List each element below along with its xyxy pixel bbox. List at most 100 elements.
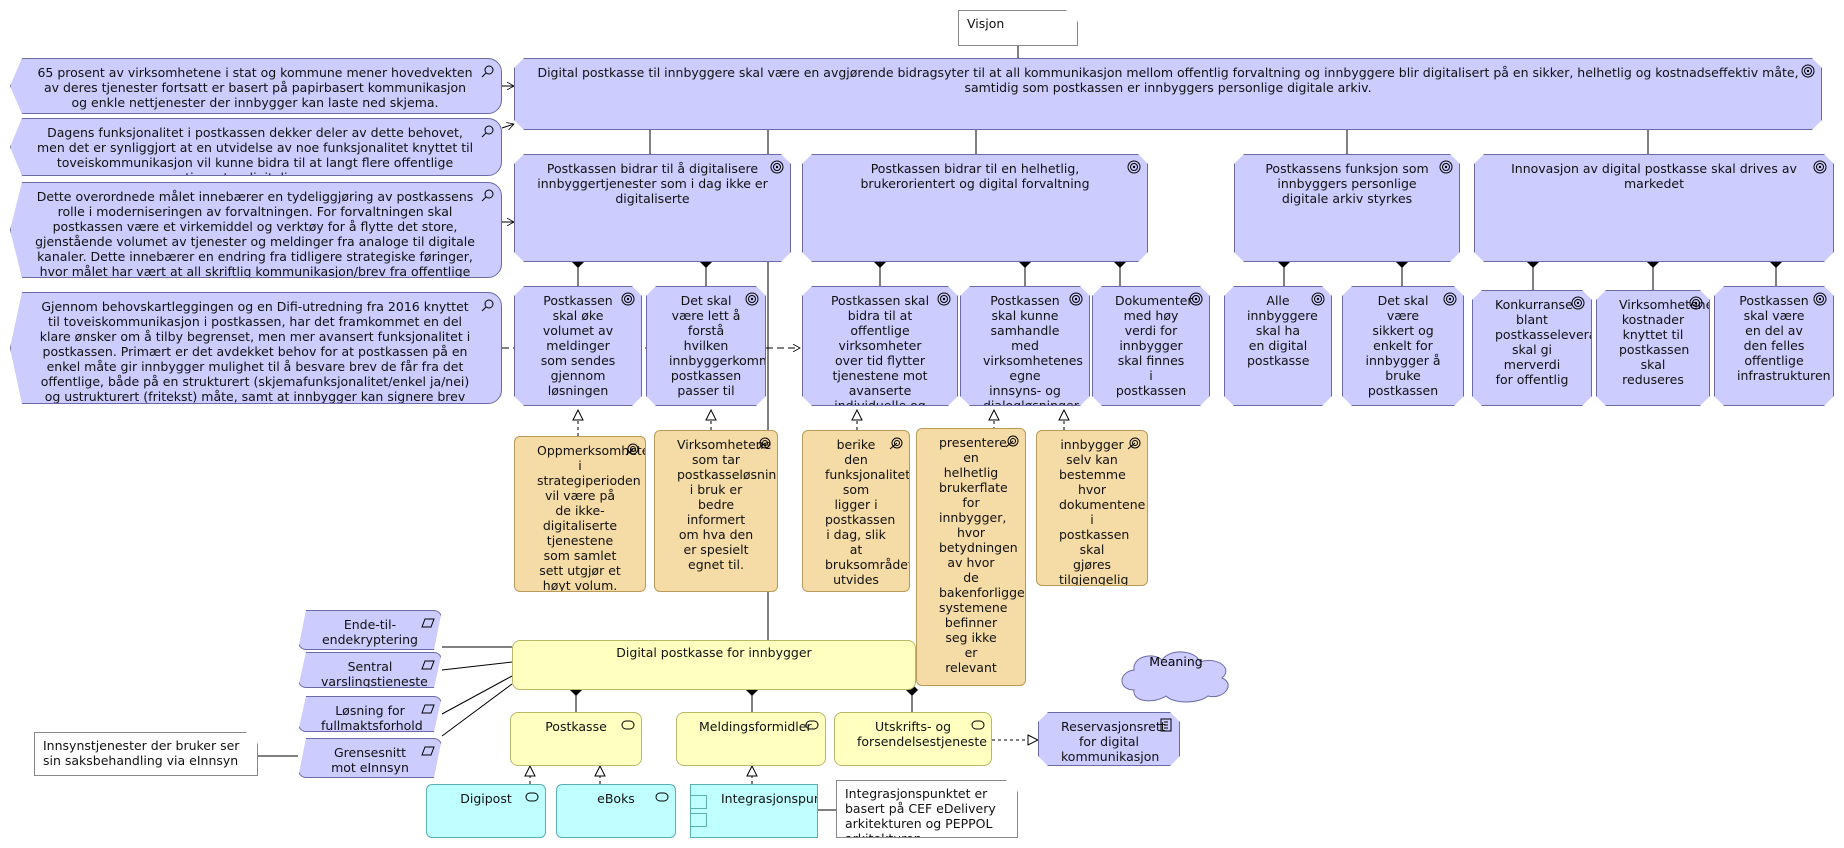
rounded-rect-icon [971,718,985,732]
goal-text: Postkassen skal øke volumet av meldinger… [540,293,616,398]
subgoal-text: Innovasjon av digital postkasse skal dri… [1511,161,1797,191]
goal-documents[interactable]: Dokumenter med høy verdi for innbygger s… [1092,286,1210,406]
outcome-user-control[interactable]: innbygger selv kan bestemme hvor dokumen… [1036,430,1148,586]
outcome-arrow-target-icon [1005,434,1019,448]
assessment-2-text: Dagens funksjonalitet i postkassen dekke… [36,125,474,175]
target-icon [745,292,759,306]
requirement-text: Løsning for fullmaktsforhold [321,703,423,732]
requirement-einnsyn[interactable]: Grensesnitt mot eInnsyn [298,738,442,778]
goal-secure[interactable]: Det skal være sikkert og enkelt for innb… [1342,286,1464,406]
main-goal-text: Digital postkasse til innbyggere skal væ… [537,65,1799,95]
app-eboks[interactable]: eBoks [556,784,676,838]
service-text: Meldingsformidler [699,719,812,734]
app-digipost[interactable]: Digipost [426,784,546,838]
subgoal-holistic[interactable]: Postkassen bidrar til en helhetlig, bruk… [802,154,1148,262]
requirement-text: Ende-til-endekryptering [321,617,418,647]
subgoal-innovation[interactable]: Innovasjon av digital postkasse skal dri… [1474,154,1834,262]
goal-text: Postkassen skal kunne samhandle med virk… [983,293,1083,406]
requirement-text: Grensesnitt mot eInnsyn [331,745,409,775]
vision-label[interactable]: Visjon [958,10,1078,46]
service-meldingsformidler[interactable]: Meldingsformidler [676,712,826,766]
magnifier-icon [481,298,495,312]
outcome-enrich[interactable]: berike den funksjonaliteten som ligger i… [802,430,910,592]
outcome-text: Virksomhetene som tar postkasseløsningen… [677,437,777,572]
parallelogram-icon [421,658,435,672]
app-text: Digipost [460,791,512,806]
goal-costs[interactable]: Virksomhetenes kostnader knyttet til pos… [1596,290,1710,406]
goal-competition[interactable]: Konkurranse blant postkasseleverandørene… [1472,290,1592,406]
service-text: Postkasse [545,719,607,734]
outcome-text: innbygger selv kan bestemme hvor dokumen… [1059,437,1146,586]
main-service-text: Digital postkasse for innbygger [616,645,812,660]
requirement-notification[interactable]: Sentral varslingstieneste [298,652,442,688]
target-icon [1801,64,1815,78]
outcome-arrow-target-icon [1127,436,1141,450]
goal-interact[interactable]: Postkassen skal kunne samhandle med virk… [960,286,1090,406]
note-text: Innsynstjenester der bruker ser sin saks… [43,738,240,768]
outcome-informed[interactable]: Virksomhetene som tar postkasseløsningen… [654,430,778,592]
target-icon [1443,292,1457,306]
constraint-text: Reservasjonsrett for digital kommunikasj… [1061,719,1166,764]
goal-understand[interactable]: Det skal være lett å forstå hvilken innb… [646,286,766,406]
requirement-proxy[interactable]: Løsning for fullmaktsforhold [298,696,442,732]
outcome-unified-ui[interactable]: presentere en helhetlig brukerflate for … [916,428,1026,686]
main-goal[interactable]: Digital postkasse til innbyggere skal væ… [514,58,1822,130]
app-text: Integrasjonspunkt [721,791,817,806]
goal-infrastructure[interactable]: Postkassen skal være en del av den felle… [1714,286,1834,406]
service-postkasse[interactable]: Postkasse [510,712,642,766]
goal-text: Postkassen skal bidra til at offentlige … [830,293,930,406]
target-icon [1189,292,1203,306]
meaning-cloud[interactable]: Meaning [1114,646,1238,704]
assessment-2[interactable]: Dagens funksjonalitet i postkassen dekke… [10,118,502,176]
rounded-rect-icon [655,790,669,804]
assessment-1-text: 65 prosent av virksomhetene i stat og ko… [37,65,473,110]
service-print[interactable]: Utskrifts- og forsendelsestjeneste [834,712,992,766]
goal-advanced-services[interactable]: Postkassen skal bidra til at offentlige … [802,286,958,406]
target-icon [1571,296,1585,310]
subgoal-digitize[interactable]: Postkassen bidrar til å digitalisere inn… [514,154,791,262]
outcome-arrow-target-icon [757,436,771,450]
requirement-text: Sentral varslingstieneste [321,659,428,688]
service-text: Utskrifts- og forsendelsestjeneste [857,719,987,749]
app-text: eBoks [597,791,635,806]
note-einnsyn[interactable]: Innsynstjenester der bruker ser sin saks… [34,732,258,776]
outcome-arrow-target-icon [889,436,903,450]
assessment-4[interactable]: Gjennom behovskartleggingen og en Difi-u… [10,292,502,404]
assessment-4-text: Gjennom behovskartleggingen og en Difi-u… [39,299,471,404]
goal-volume[interactable]: Postkassen skal øke volumet av meldinger… [514,286,642,406]
rounded-rect-icon [805,718,819,732]
magnifier-icon [481,124,495,138]
target-icon [770,160,784,174]
assessment-3[interactable]: Dette overordnede målet innebærer en tyd… [10,182,502,278]
note-text: Integrasjonspunktet er basert på CEF eDe… [845,786,996,831]
constraint-reservation[interactable]: Reservasjonsrett for digital kommunikasj… [1038,712,1180,766]
target-icon [1127,160,1141,174]
target-icon [1069,292,1083,306]
target-icon [1813,292,1827,306]
note-integration[interactable]: Integrasjonspunktet er basert på CEF eDe… [836,780,1018,838]
target-icon [937,292,951,306]
outcome-text: presentere en helhetlig brukerflate for … [939,435,1025,675]
target-icon [1439,160,1453,174]
goal-text: Postkassen skal være en del av den felle… [1737,293,1831,383]
outcome-text: berike den funksjonaliteten som ligger i… [825,437,910,587]
goal-text: Det skal være lett å forstå hvilken innb… [669,293,759,398]
vision-text: Visjon [967,16,1005,31]
outcome-focus[interactable]: Oppmerksomheten i strategiperioden vil v… [514,436,646,592]
requirement-e2e-encryption[interactable]: Ende-til-endekryptering [298,610,442,650]
parallelogram-icon [421,744,435,758]
app-integrasjonspunkt[interactable]: Integrasjonspunkt [690,784,818,838]
parallelogram-icon [421,702,435,716]
goal-all-citizens[interactable]: Alle innbyggere skal ha en digital postk… [1224,286,1332,406]
target-icon [621,292,635,306]
goal-text: Konkurranse blant postkasseleverandørene… [1495,297,1589,387]
main-service[interactable]: Digital postkasse for innbygger [512,640,916,690]
list-icon [1159,718,1173,732]
goal-text: Dokumenter med høy verdi for innbygger s… [1115,293,1193,398]
magnifier-icon [481,188,495,202]
component-icon [691,795,707,809]
goal-text: Det skal være sikkert og enkelt for innb… [1365,293,1441,398]
subgoal-archive[interactable]: Postkassens funksjon som innbyggers pers… [1234,154,1460,262]
target-icon [1813,160,1827,174]
assessment-1[interactable]: 65 prosent av virksomhetene i stat og ko… [10,58,502,114]
